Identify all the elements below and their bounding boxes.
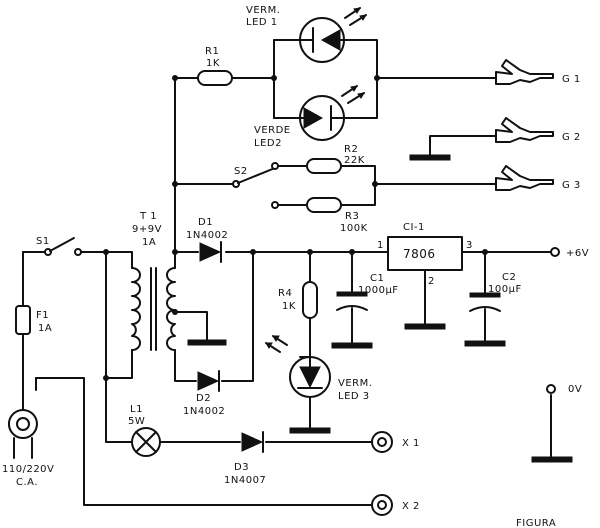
lamp-l1: [131, 427, 161, 457]
diode-d2: [197, 370, 220, 392]
resistor-r4: [302, 281, 318, 319]
zero-v-label: 0V: [568, 384, 582, 395]
clip-g3: [495, 165, 554, 191]
led3-label-2: LED 3: [338, 391, 370, 402]
g1-label: G 1: [562, 74, 581, 85]
led3-label-1: VERM.: [338, 378, 372, 389]
g2-label: G 2: [562, 132, 581, 143]
mains-type: C.A.: [16, 477, 38, 488]
ic-pin1: 1: [377, 240, 384, 251]
clip-g2: [495, 117, 554, 143]
c2-value: 100µF: [488, 284, 522, 295]
s1-label: S1: [36, 236, 50, 247]
transformer-t1: [131, 267, 176, 351]
x1-label: X 1: [402, 438, 420, 449]
f1-label: F1: [36, 310, 49, 321]
clip-g1: [495, 59, 554, 85]
d2-label: D2: [196, 393, 211, 404]
t1-voltage: 9+9V: [132, 224, 162, 235]
terminal-x1: [371, 431, 393, 453]
plus6v-label: +6V: [566, 248, 589, 259]
ground-c2: [464, 340, 506, 347]
d3-label: D3: [234, 462, 249, 473]
led2-label-2: LED2: [254, 138, 282, 149]
resistor-r1: [197, 70, 233, 86]
r3-value: 100K: [340, 223, 368, 234]
d2-part: 1N4002: [183, 406, 225, 417]
r1-label: R1: [205, 46, 219, 57]
c1-label: C1: [370, 273, 384, 284]
ground-transformer: [187, 339, 227, 346]
r4-label: R4: [278, 288, 292, 299]
terminal-0v: [546, 384, 556, 394]
capacitor-c2: [469, 292, 501, 312]
mains-voltage: 110/220V: [2, 464, 54, 475]
capacitor-c1: [336, 291, 368, 311]
fuse-f1: [15, 305, 31, 335]
led1-label-2: LED 1: [246, 17, 278, 28]
f1-value: 1A: [38, 323, 52, 334]
led3-diode: [265, 335, 331, 398]
r2-value: 22K: [344, 155, 365, 166]
d1-label: D1: [198, 217, 213, 228]
s2-label: S2: [234, 166, 248, 177]
x2-label: X 2: [402, 501, 420, 512]
ground-ic: [404, 323, 446, 330]
resistor-r3: [306, 197, 342, 213]
r4-value: 1K: [282, 301, 296, 312]
l1-label: L1: [130, 404, 143, 415]
switch-s1: [44, 237, 82, 256]
c1-value: 1000µF: [358, 285, 399, 296]
junction-dots: [103, 75, 488, 381]
ic-part: 7806: [403, 247, 436, 261]
wires: [22, 39, 552, 506]
t1-label: T 1: [139, 211, 157, 222]
ground-c1: [331, 342, 373, 349]
diode-d1: [199, 241, 222, 263]
ic-pin3: 3: [466, 240, 473, 251]
ground-led3: [289, 427, 331, 434]
r1-value: 1K: [206, 58, 220, 69]
regulator-ic: [387, 236, 463, 271]
switch-s2: [232, 162, 279, 209]
resistor-r2: [306, 158, 342, 174]
diode-d3: [241, 431, 264, 453]
l1-power: 5W: [128, 416, 145, 427]
terminal-x2: [371, 494, 393, 516]
ic-pin2: 2: [428, 276, 435, 287]
r3-label: R3: [345, 211, 359, 222]
led2-label-1: VERDE: [254, 125, 291, 136]
mains-plug: [7, 377, 38, 459]
t1-current: 1A: [142, 237, 156, 248]
figure-caption: FIGURA: [516, 518, 556, 528]
terminal-plus6v: [550, 247, 560, 257]
led1-diode: [299, 7, 367, 63]
c2-label: C2: [502, 272, 516, 283]
led1-label-1: VERM.: [246, 5, 280, 16]
led2-diode: [299, 85, 365, 141]
r2-label: R2: [344, 144, 358, 155]
g3-label: G 3: [562, 180, 581, 191]
ground-0v: [531, 456, 573, 463]
ground-g2: [409, 154, 451, 161]
ic-label: CI-1: [403, 222, 425, 233]
d3-part: 1N4007: [224, 475, 266, 486]
d1-part: 1N4002: [186, 230, 228, 241]
